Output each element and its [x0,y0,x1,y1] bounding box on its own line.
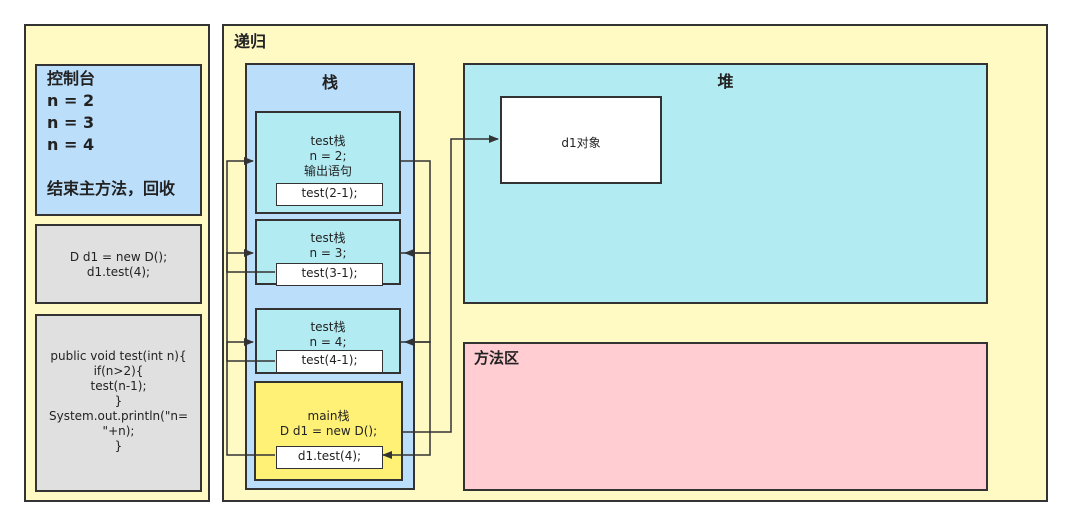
console-text: 控制台 n = 2 n = 3 n = 4 结束主方法，回收 [47,68,175,200]
frame-main-text: main栈 D d1 = new D(); [256,409,401,439]
method-code-line-2: if(n>2){ [93,364,144,378]
frame-n2-line-3: 输出语句 [303,164,352,178]
recursion-title: 递归 [234,32,267,51]
left-panel: 控制台 n = 2 n = 3 n = 4 结束主方法，回收 D d1 = ne… [24,24,210,502]
frame-n3-text: test栈 n = 3; [257,231,399,261]
main-code-text: D d1 = new D(); d1.test(4); [37,250,200,280]
console-box: 控制台 n = 2 n = 3 n = 4 结束主方法，回收 [35,64,202,216]
frame-n4-call: test(4-1); [276,350,383,373]
frame-n3-line-1: test栈 [310,231,346,245]
d1-object-box: d1对象 [500,96,662,184]
console-line-1: n = 2 [47,91,95,110]
console-line-5: 结束主方法，回收 [47,179,176,198]
frame-n4-text: test栈 n = 4; [257,320,399,350]
stack-frame-n3: test栈 n = 3; test(3-1); [255,219,401,286]
frame-n3-line-2: n = 3; [309,246,347,260]
main-code-box: D d1 = new D(); d1.test(4); [35,224,202,304]
main-code-line-1: D d1 = new D(); [69,250,168,264]
frame-n4-line-1: test栈 [310,320,346,334]
method-code-text: public void test(int n){ if(n>2){ test(n… [37,349,200,454]
frame-main-line-1: main栈 [307,409,350,423]
method-area-title: 方法区 [474,349,520,367]
frame-n2-text: test栈 n = 2; 输出语句 [257,134,399,179]
stack-title: 栈 [321,73,338,92]
heap-title: 堆 [717,72,734,91]
method-code-line-6: "+n); [102,424,135,438]
method-code-line-1: public void test(int n){ [50,349,187,363]
frame-n2-line-2: n = 2; [309,149,347,163]
stack-frame-n4: test栈 n = 4; test(4-1); [255,308,401,374]
stack-frame-n2: test栈 n = 2; 输出语句 test(2-1); [255,111,401,214]
frame-n2-call: test(2-1); [276,183,383,206]
d1-object-label: d1对象 [561,136,601,150]
main-code-line-2: d1.test(4); [86,265,151,279]
method-code-line-4: } [114,394,123,408]
method-code-box: public void test(int n){ if(n>2){ test(n… [35,314,202,492]
frame-n2-line-1: test栈 [310,134,346,148]
method-code-line-3: test(n-1); [90,379,147,393]
console-line-4 [47,156,175,178]
console-title: 控制台 [47,69,96,88]
method-code-line-7: } [114,439,123,453]
stack-frame-main: main栈 D d1 = new D(); d1.test(4); [254,381,403,481]
frame-n3-call: test(3-1); [276,263,383,286]
console-line-3: n = 4 [47,135,95,154]
method-code-line-5: System.out.println("n= [48,409,189,423]
frame-n4-line-2: n = 4; [309,335,347,349]
method-area: 方法区 [463,342,988,491]
frame-main-line-2: D d1 = new D(); [279,424,378,438]
frame-main-call: d1.test(4); [276,446,383,469]
console-line-2: n = 3 [47,113,95,132]
heap-area: 堆 d1对象 [463,63,988,304]
